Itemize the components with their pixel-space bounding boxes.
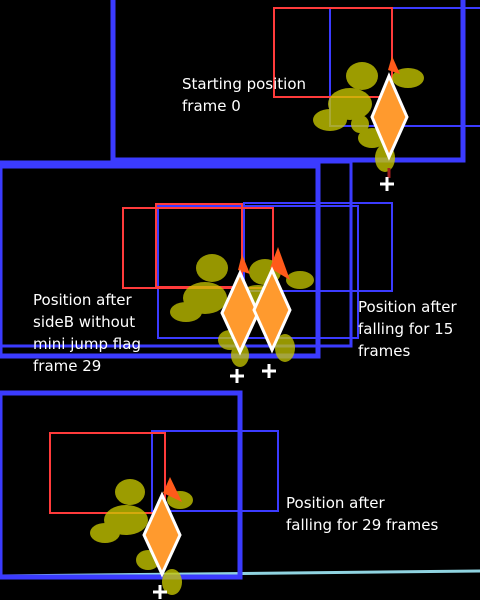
diamond-icon	[142, 491, 182, 578]
environment-box-thick	[0, 390, 243, 580]
environment-box-thin-2	[243, 202, 393, 292]
hurtbox	[49, 432, 166, 514]
flame	[270, 247, 290, 280]
diamond-icon	[220, 269, 260, 356]
environment-box-thin	[329, 7, 480, 127]
plus-cross-icon	[230, 369, 244, 383]
label-after-sideb: Position after sideB without mini jump f…	[33, 291, 141, 375]
environment-box-thick	[110, 0, 466, 163]
flame	[388, 56, 400, 74]
environment-box-thick	[0, 163, 321, 359]
position-frame-0	[110, 0, 480, 191]
label-starting-position: Starting position frame 0	[182, 75, 307, 115]
diamond-icon	[252, 266, 292, 354]
environment-box-thin	[157, 205, 359, 339]
plus-cross-icon	[380, 177, 394, 191]
plus-cross-icon	[262, 364, 276, 378]
label-falling-15: Position after falling for 15 frames	[358, 298, 457, 360]
label-falling-29: Position after falling for 29 frames	[286, 494, 439, 534]
position-middle-group	[0, 160, 393, 383]
environment-box-thick-2	[0, 160, 353, 348]
environment-box-thin	[151, 430, 279, 512]
diamond-icon	[370, 72, 409, 161]
flame	[238, 254, 250, 274]
flame	[163, 477, 182, 502]
position-falling-29	[0, 390, 279, 599]
plus-cross-icon	[153, 585, 167, 599]
